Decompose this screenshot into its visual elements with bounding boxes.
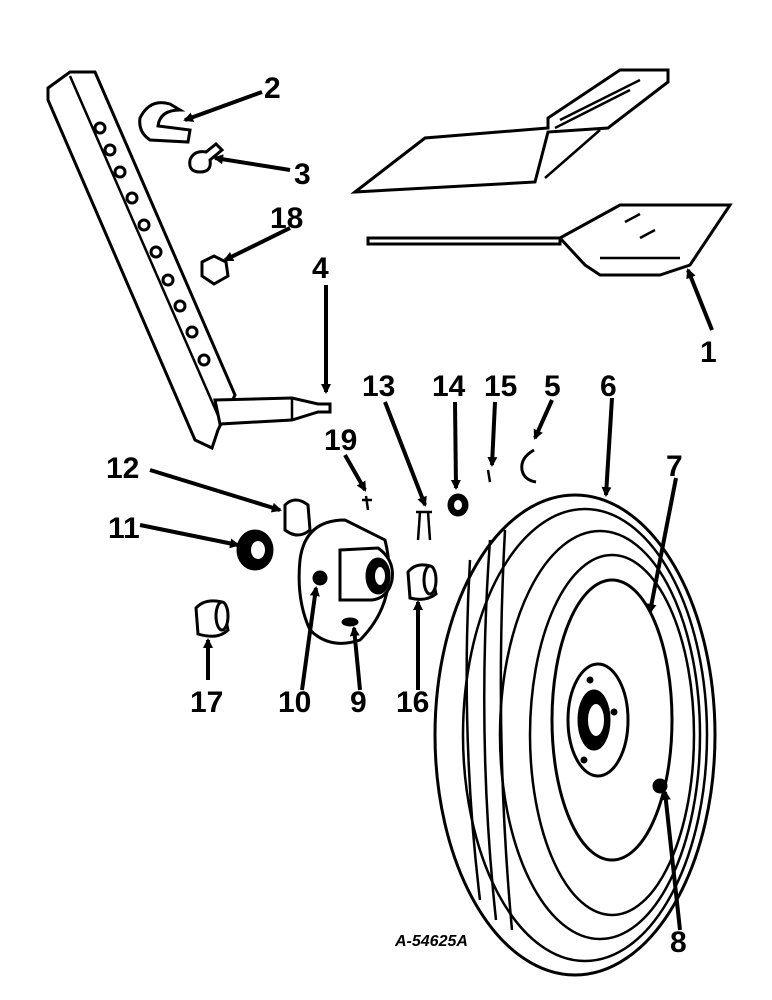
outer-bearing-part-drawing (406, 563, 438, 601)
callout-16: 16 (396, 686, 429, 719)
callout-6: 6 (600, 370, 617, 403)
cotter-pin-part-drawing (416, 510, 432, 541)
grease-fitting-part-drawing (362, 495, 372, 511)
callout-5: 5 (544, 370, 561, 403)
wheel-standard-drawing (46, 70, 332, 451)
callout-19: 19 (324, 424, 357, 457)
seal-part-drawing (283, 498, 312, 537)
callout-8: 8 (670, 926, 687, 959)
callout-4: 4 (312, 252, 329, 285)
callout-3: 3 (294, 158, 311, 191)
callout-9: 9 (350, 686, 367, 719)
callout-7: 7 (666, 450, 683, 483)
callout-13: 13 (362, 370, 395, 403)
drawing-number: A-54625A (394, 933, 468, 950)
callout-2: 2 (264, 72, 281, 105)
hub-part-drawing (297, 518, 394, 645)
hitch-plates-drawing (350, 68, 733, 277)
cup-part-drawing (194, 599, 230, 638)
callout-14: 14 (432, 370, 466, 403)
callout-17: 17 (190, 686, 223, 719)
castle-nut-part-drawing (447, 493, 469, 517)
tire-wheel-drawing (433, 493, 717, 977)
hub-cap-part-drawing (520, 448, 537, 484)
callout-15: 15 (484, 370, 517, 403)
clip-part-drawing (188, 141, 225, 174)
bearing-part-drawing (236, 529, 274, 571)
callout-18: 18 (270, 202, 303, 235)
washer-part-drawing (486, 469, 492, 483)
callout-1: 1 (700, 336, 717, 369)
leader-lines (139, 90, 714, 931)
nut-part-drawing (200, 254, 230, 286)
callout-12: 12 (106, 452, 139, 485)
hook-part-drawing (138, 101, 192, 144)
callout-11: 11 (108, 512, 140, 545)
callout-10: 10 (278, 686, 311, 719)
